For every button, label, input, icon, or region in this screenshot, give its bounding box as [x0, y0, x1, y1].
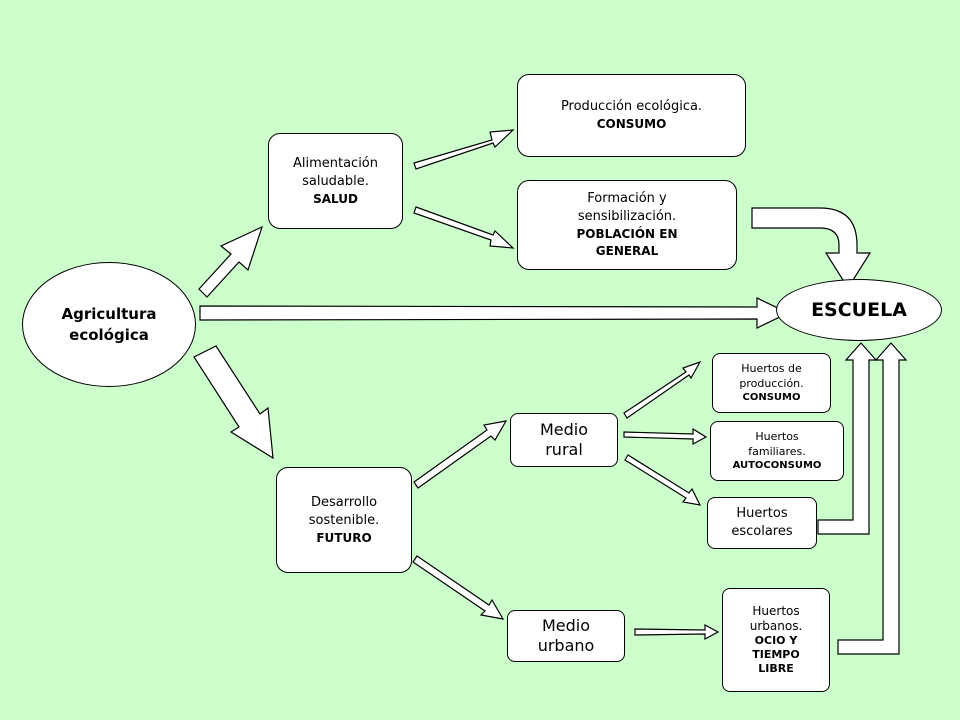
- huertos-urbanos-bold1: OCIO Y: [754, 634, 798, 647]
- arrow-urbanos-escuela: [837, 342, 908, 655]
- node-formacion: Formación y sensibilización. POBLACIÓN E…: [517, 180, 737, 270]
- desarrollo-bold: FUTURO: [316, 530, 372, 545]
- node-medio-urbano: Medio urbano: [507, 610, 625, 662]
- node-huertos-produccion: Huertos de producción. CONSUMO: [712, 353, 831, 413]
- huertos-urbanos-bold2: TIEMPO: [752, 648, 800, 661]
- huertos-urbanos-line2: urbanos.: [749, 619, 803, 633]
- formacion-line2: sensibilización.: [577, 209, 677, 224]
- node-produccion: Producción ecológica. CONSUMO: [517, 74, 746, 157]
- produccion-bold: CONSUMO: [596, 117, 667, 131]
- huertos-produccion-bold: CONSUMO: [742, 392, 801, 403]
- formacion-bold2: GENERAL: [595, 244, 659, 258]
- agricultura-line1: Agricultura: [61, 304, 157, 323]
- huertos-escolares-line1: Huertos: [736, 506, 788, 521]
- huertos-produccion-line2: producción.: [739, 377, 804, 390]
- node-agricultura: Agricultura ecológica: [22, 262, 196, 387]
- alimentacion-line1: Alimentación: [292, 155, 379, 171]
- desarrollo-line2: sostenible.: [308, 512, 380, 528]
- produccion-line1: Producción ecológica.: [560, 99, 703, 114]
- escuela-label: ESCUELA: [811, 299, 907, 321]
- arrow-agricultura-escuela: [199, 297, 790, 329]
- node-huertos-urbanos: Huertos urbanos. OCIO Y TIEMPO LIBRE: [722, 588, 830, 692]
- huertos-escolares-line2: escolares: [731, 524, 793, 539]
- agricultura-line2: ecológica: [69, 325, 149, 344]
- medio-rural-line1: Medio: [539, 420, 589, 439]
- arrow-desarrollo-urbano: [412, 555, 505, 620]
- medio-urbano-line2: urbano: [537, 636, 595, 655]
- huertos-urbanos-bold3: LIBRE: [758, 662, 794, 675]
- arrow-rural-familiares: [623, 427, 708, 446]
- alimentacion-bold: SALUD: [313, 191, 358, 206]
- huertos-produccion-line1: Huertos de: [741, 362, 802, 375]
- node-desarrollo: Desarrollo sostenible. FUTURO: [276, 467, 412, 573]
- formacion-line1: Formación y: [587, 191, 667, 206]
- arrow-formacion-escuela: [751, 207, 872, 290]
- arrow-alimentacion-produccion: [413, 129, 515, 170]
- arrow-agricultura-alimentacion: [198, 225, 263, 298]
- huertos-urbanos-line1: Huertos: [752, 604, 800, 618]
- formacion-bold1: POBLACIÓN EN: [576, 227, 678, 241]
- arrow-alimentacion-formacion: [413, 206, 515, 249]
- arrow-rural-produccion: [623, 360, 702, 419]
- huertos-familiares-bold: AUTOCONSUMO: [732, 460, 822, 471]
- node-escuela: ESCUELA: [776, 279, 942, 341]
- desarrollo-line1: Desarrollo: [310, 494, 378, 510]
- arrow-escolares-escuela: [817, 342, 878, 535]
- node-medio-rural: Medio rural: [510, 413, 618, 467]
- alimentacion-line2: saludable.: [302, 173, 369, 189]
- arrow-urbano-huertos: [634, 623, 720, 641]
- node-huertos-familiares: Huertos familiares. AUTOCONSUMO: [710, 421, 844, 481]
- huertos-familiares-line2: familiares.: [748, 445, 806, 458]
- node-alimentacion: Alimentación saludable. SALUD: [268, 133, 403, 229]
- medio-urbano-line1: Medio: [541, 616, 591, 635]
- arrow-agricultura-desarrollo: [193, 345, 274, 460]
- arrow-desarrollo-rural: [413, 420, 508, 489]
- node-huertos-escolares: Huertos escolares: [707, 497, 817, 549]
- medio-rural-line2: rural: [545, 440, 583, 459]
- arrow-rural-escolares: [624, 454, 702, 506]
- huertos-familiares-line1: Huertos: [755, 430, 799, 443]
